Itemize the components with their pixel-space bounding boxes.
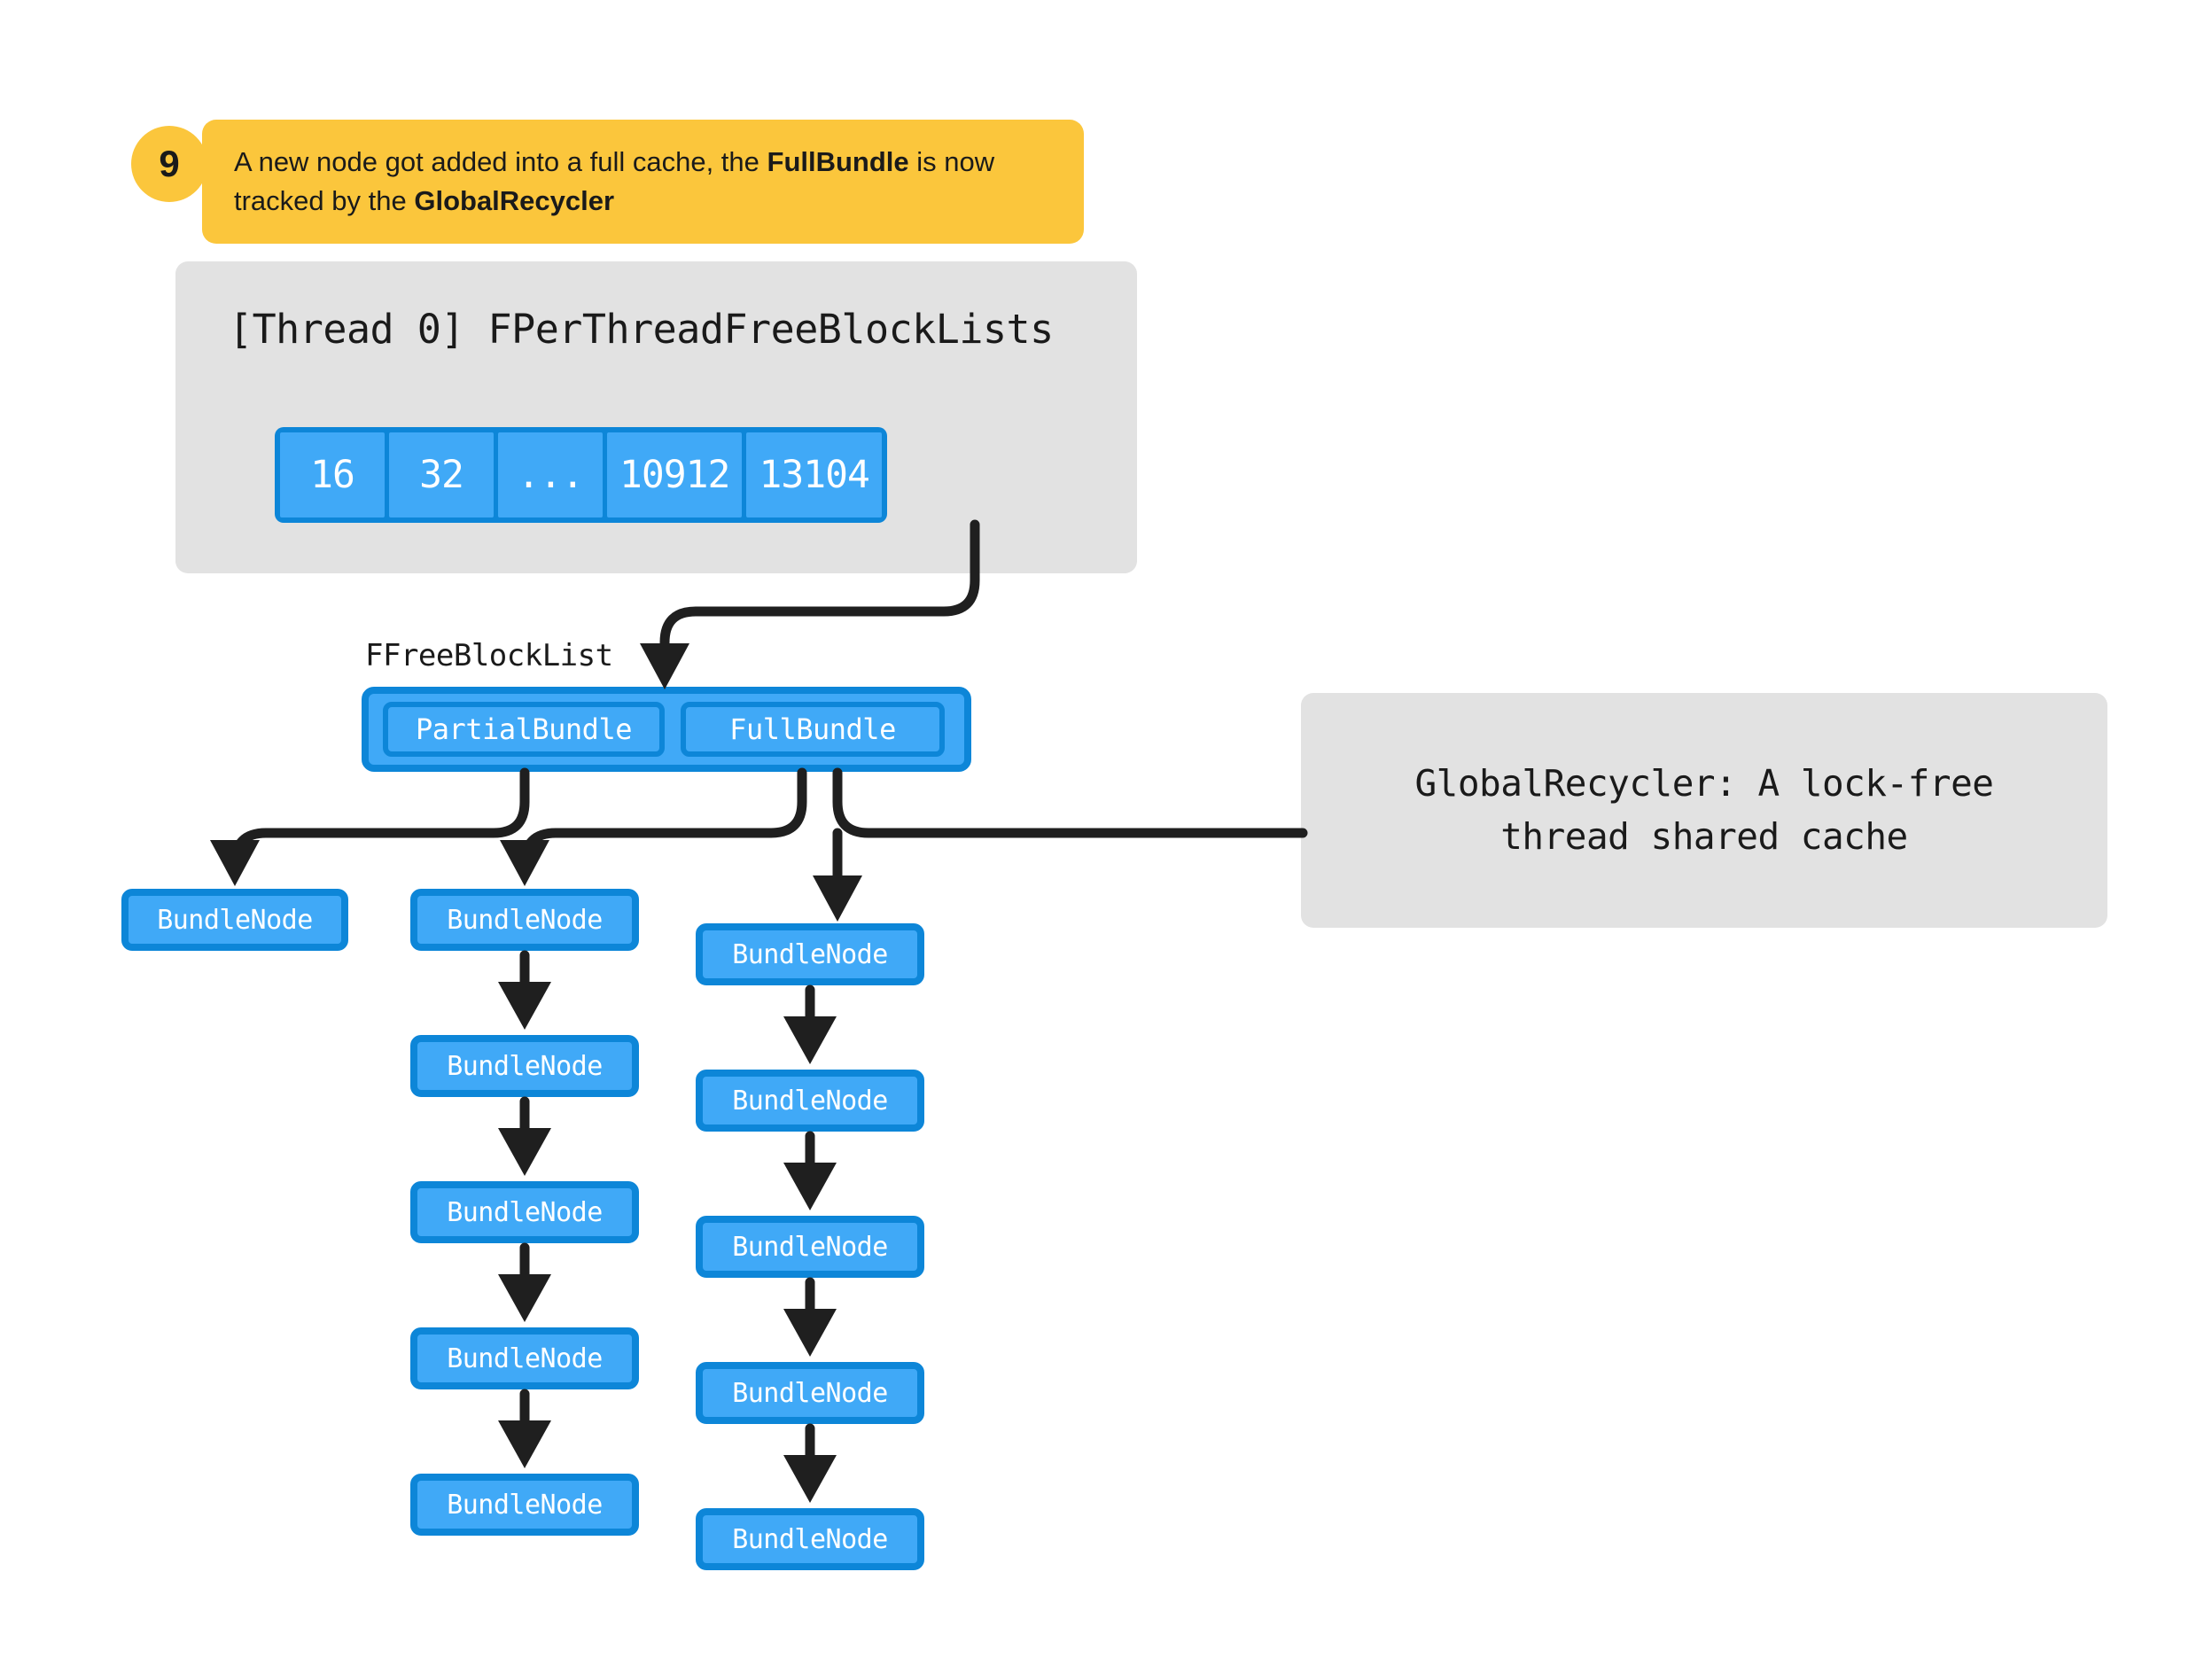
arrowhead-partialbundle-to-chain (500, 840, 549, 886)
list-item[interactable]: BundleNode (410, 889, 639, 951)
list-item[interactable]: BundleNode (410, 1474, 639, 1536)
callout-text-strong-fullbundle: FullBundle (767, 146, 909, 177)
global-recycler-line-1: GlobalRecycler: A lock-free (1414, 762, 1994, 805)
free-block-list-box: PartialBundle FullBundle (362, 687, 971, 772)
chain-arrowhead (498, 1274, 551, 1322)
arrowhead-partialbundle-to-orphan-node (210, 840, 260, 886)
list-item[interactable]: BundleNode (696, 923, 924, 985)
arrow-partialbundle-to-chain (519, 767, 807, 869)
global-recycler-text: GlobalRecycler: A lock-free thread share… (1380, 758, 2029, 863)
callout-text: A new node got added into a full cache, … (234, 146, 994, 216)
list-item[interactable]: BundleNode (410, 1181, 639, 1243)
list-item[interactable]: BundleNode (410, 1035, 639, 1097)
free-block-list-label: FFreeBlockList (365, 638, 613, 673)
size-class-cell-16[interactable]: 16 (280, 432, 385, 517)
full-bundle-slot[interactable]: FullBundle (681, 702, 945, 757)
callout-text-box: A new node got added into a full cache, … (202, 120, 1084, 245)
global-recycler-line-2: thread shared cache (1500, 814, 1908, 858)
chain-arrowhead (783, 1455, 837, 1503)
size-class-cell-32[interactable]: 32 (389, 432, 494, 517)
callout-text-strong-globalrecycler: GlobalRecycler (414, 185, 615, 217)
list-item[interactable]: BundleNode (696, 1216, 924, 1278)
chain-arrowhead (783, 1309, 837, 1357)
arrow-partialbundle-to-orphan-node (230, 767, 530, 869)
chain-arrowhead (783, 1163, 837, 1210)
list-item[interactable]: BundleNode (410, 1327, 639, 1389)
callout-step-badge: 9 (131, 126, 207, 202)
callout-text-part: is now tracked by the (234, 146, 995, 217)
per-thread-panel-title: [Thread 0] FPerThreadFreeBlockLists (229, 306, 1054, 353)
arrowhead-fullbundle-to-chain-main (813, 875, 862, 922)
chain-arrowhead (498, 1420, 551, 1468)
global-recycler-panel: GlobalRecycler: A lock-free thread share… (1301, 693, 2107, 928)
arrow-fullbundle-to-global-recycler (832, 767, 1308, 838)
list-item[interactable]: BundleNode (121, 889, 348, 951)
partial-bundle-slot[interactable]: PartialBundle (383, 702, 665, 757)
chain-arrowhead (498, 982, 551, 1030)
size-class-cell-10912[interactable]: 10912 (607, 432, 743, 517)
chain-arrowhead (498, 1128, 551, 1176)
callout-text-part: A new node got added into a full cache, … (234, 146, 767, 177)
chain-arrowhead (783, 1016, 837, 1064)
per-thread-free-block-lists-panel: [Thread 0] FPerThreadFreeBlockLists (175, 261, 1137, 573)
size-class-cell-ellipsis[interactable]: ... (498, 432, 603, 517)
list-item[interactable]: BundleNode (696, 1362, 924, 1424)
arrowhead-sizeclass-to-freeblocklist (640, 643, 689, 689)
size-class-strip: 16 32 ... 10912 13104 (275, 427, 887, 523)
list-item[interactable]: BundleNode (696, 1070, 924, 1132)
size-class-cell-13104[interactable]: 13104 (746, 432, 882, 517)
list-item[interactable]: BundleNode (696, 1508, 924, 1570)
